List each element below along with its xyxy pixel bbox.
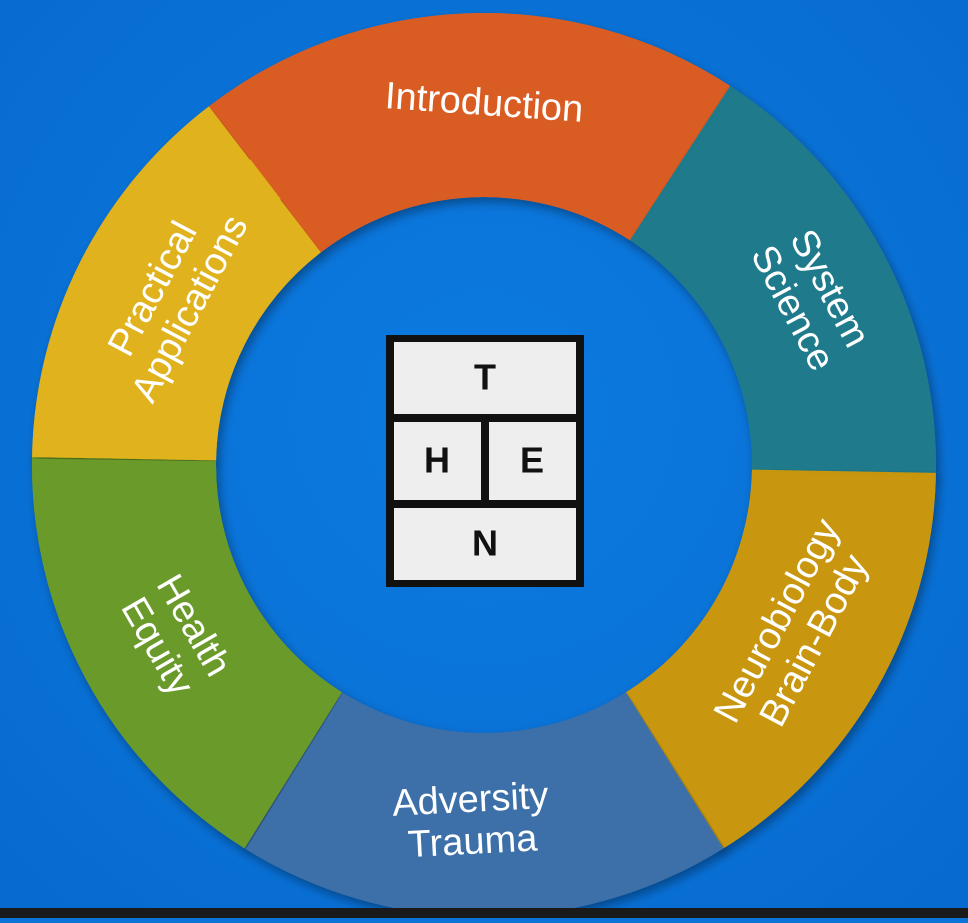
segment-label-line: Adversity [391, 775, 549, 825]
then-logo-cell-bottom [394, 508, 576, 580]
then-logo-cell-left [394, 422, 481, 500]
segment-neurobiology-face [626, 472, 936, 848]
then-letter-t: T [474, 357, 496, 398]
segment-introduction-face [209, 12, 729, 253]
then-logo-cell-top [394, 342, 576, 414]
bottom-edge-bar [0, 908, 968, 918]
segment-system-science-face [632, 88, 936, 472]
then-letter-n: N [472, 523, 498, 564]
then-letter-h: H [424, 440, 450, 481]
segment-adversity-face [245, 692, 720, 917]
segment-label-line: Trauma [407, 817, 539, 866]
segment-label-adversity: AdversityTrauma [391, 775, 551, 867]
then-logo: T H E N [386, 335, 584, 587]
then-logo-cell-right [489, 422, 576, 500]
segment-practical-face [32, 109, 319, 458]
segment-health-equity-face [32, 458, 340, 846]
then-letter-e: E [520, 440, 544, 481]
